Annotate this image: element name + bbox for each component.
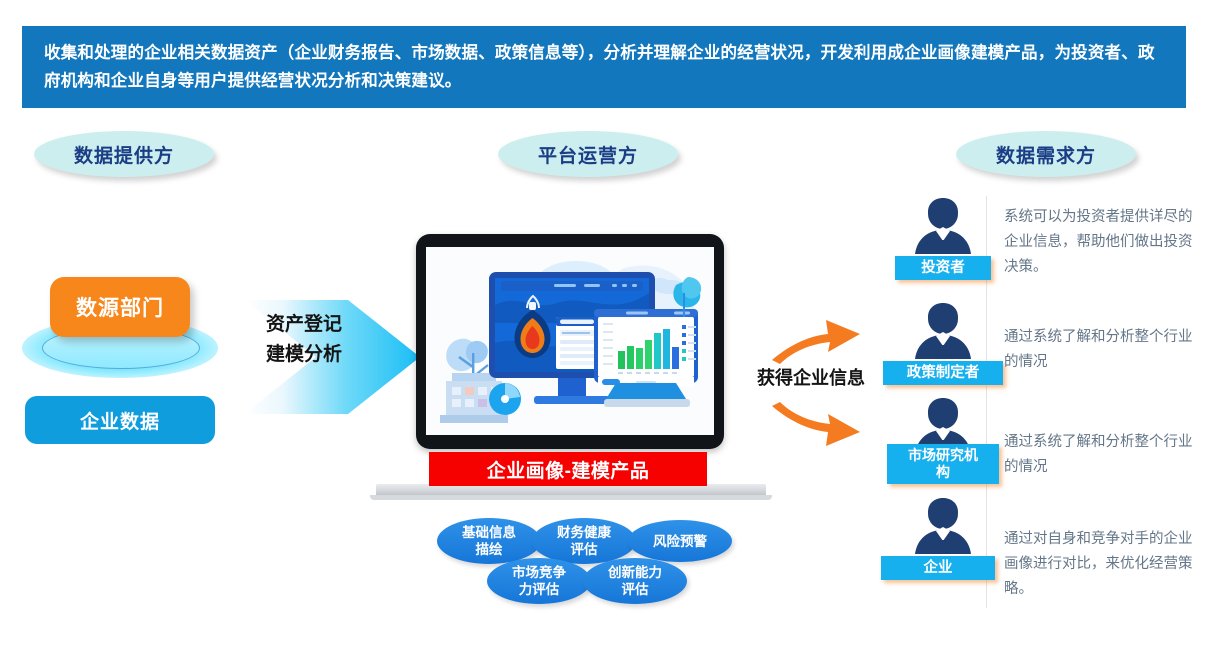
summary-banner: 收集和处理的企业相关数据资产（企业财务报告、市场数据、政策信息等），分析并理解企…	[22, 26, 1186, 108]
capability-line1: 创新能力	[608, 565, 662, 580]
summary-banner-text: 收集和处理的企业相关数据资产（企业财务报告、市场数据、政策信息等），分析并理解企…	[44, 44, 1155, 90]
capability-line2: 描绘	[475, 542, 503, 557]
enterprise-data-chip: 企业数据	[25, 396, 215, 444]
section-header-data-consumer: 数据需求方	[956, 131, 1136, 177]
consumer-tag-line: 市场研究机	[908, 447, 978, 463]
person-icon	[895, 496, 991, 558]
consumer-tag-line: 投资者	[921, 260, 965, 276]
capability-line1: 财务健康	[557, 525, 611, 540]
consumer-description: 通过系统了解和分析整个行业的情况	[1004, 434, 1193, 475]
get-enterprise-info-arrow-down-icon	[772, 402, 860, 446]
dashboard-illustration-icon	[440, 261, 702, 423]
consumer-tag-line: 政策制定者	[906, 365, 980, 381]
section-header-data-provider-label: 数据提供方	[73, 145, 174, 167]
capability-bubble: 基础信息 描绘	[437, 518, 541, 564]
consumer-tag-label: 企业	[881, 556, 995, 580]
get-enterprise-info-arrow-up-icon	[772, 320, 860, 364]
section-header-platform-operator-label: 平台运营方	[537, 145, 638, 167]
consumer-tag-line: 企业	[923, 560, 953, 576]
consumer-persona-market-research: 市场研究机 构	[887, 396, 999, 484]
consumer-list-divider	[986, 196, 987, 608]
consumer-description: 通过对自身和竞争对手的企业画像进行对比，来优化经营策略。	[1004, 531, 1193, 597]
source-department-label: 数源部门	[76, 297, 164, 320]
consumer-tag-label: 市场研究机 构	[887, 444, 999, 484]
capability-bubble: 创新能力 评估	[583, 558, 687, 604]
capability-bubble: 风险预警	[628, 520, 732, 562]
arrow-label-line2: 建模分析	[266, 344, 343, 365]
enterprise-data-label: 企业数据	[79, 411, 160, 433]
consumer-persona-investor: 投资者	[895, 196, 991, 280]
capability-line1: 市场竞争	[512, 565, 566, 580]
consumer-tag-label: 政策制定者	[883, 361, 1003, 385]
asset-registration-arrow-label: 资产登记 建模分析	[266, 310, 376, 370]
person-icon	[895, 196, 991, 258]
product-name-label: 企业画像-建模产品	[486, 460, 650, 482]
consumer-persona-policy-maker: 政策制定者	[883, 301, 1003, 385]
asset-registration-arrow-icon	[244, 300, 420, 414]
section-header-platform-operator: 平台运营方	[498, 131, 678, 177]
arrow-label-line1: 资产登记	[266, 314, 343, 335]
product-name-banner: 企业画像-建模产品	[429, 452, 707, 486]
capability-line2: 评估	[570, 542, 598, 557]
consumer-tag-label: 投资者	[895, 256, 991, 280]
laptop-screen	[426, 247, 714, 435]
person-icon	[895, 301, 991, 363]
source-department-chip: 数源部门	[50, 277, 190, 337]
consumer-tag-line: 构	[936, 464, 950, 480]
consumer-description: 系统可以为投资者提供详尽的企业信息，帮助他们做出投资决策。	[1004, 209, 1193, 275]
consumer-persona-enterprise: 企业	[881, 496, 995, 580]
capability-line2: 评估	[621, 582, 649, 597]
laptop-base	[370, 484, 772, 500]
capability-bubble: 财务健康 评估	[532, 518, 636, 564]
get-enterprise-info-label: 获得企业信息	[757, 368, 865, 388]
section-header-data-consumer-label: 数据需求方	[995, 145, 1096, 167]
consumer-description: 通过系统了解和分析整个行业的情况	[1004, 329, 1193, 370]
capability-line2: 力评估	[518, 582, 560, 597]
laptop-device	[416, 234, 724, 449]
capability-bubble: 市场竞争 力评估	[487, 558, 591, 604]
capability-line1: 基础信息	[462, 525, 516, 540]
capability-line1: 风险预警	[653, 533, 707, 549]
section-header-data-provider: 数据提供方	[34, 131, 214, 177]
